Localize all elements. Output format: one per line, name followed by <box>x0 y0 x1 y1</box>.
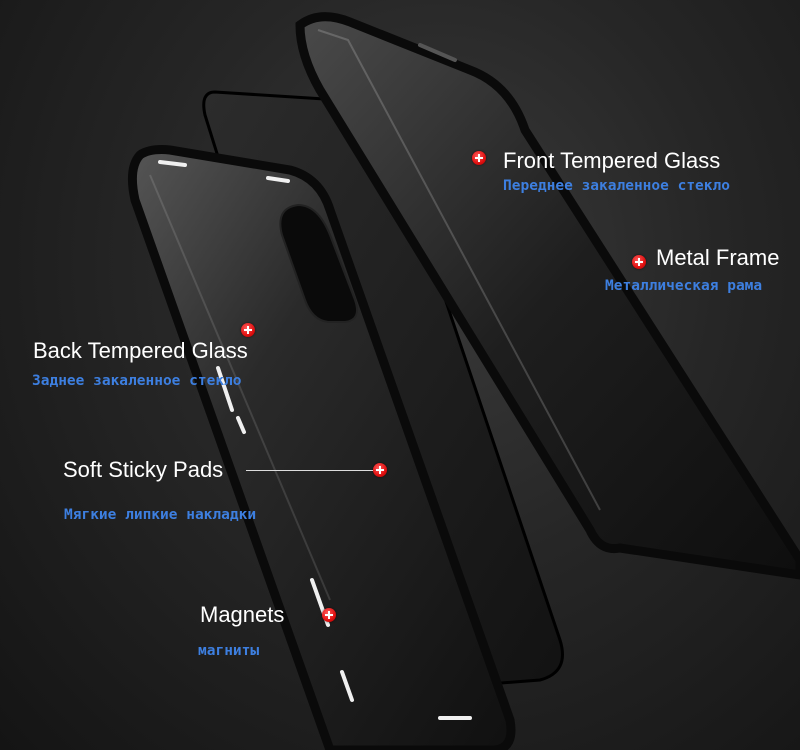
sticky-pads-label: Soft Sticky Pads <box>63 457 224 482</box>
front-glass-label-ru: Переднее закаленное стекло <box>503 178 730 194</box>
metal-frame-label-ru: Металлическая рама <box>605 278 763 294</box>
back-glass-marker <box>241 323 255 337</box>
magnets-label: Magnets <box>200 602 285 627</box>
front-glass-layer <box>295 12 800 580</box>
metal-frame-label: Metal Frame <box>656 245 780 270</box>
front-glass-marker <box>472 151 486 165</box>
back-glass-label-ru: Заднее закаленное стекло <box>32 373 242 389</box>
back-glass-layer <box>127 145 516 750</box>
front-glass-label: Front Tempered Glass <box>503 148 721 173</box>
magnets-label-ru: магниты <box>198 643 260 659</box>
magnets-marker <box>322 608 336 622</box>
metal-frame-marker <box>632 255 646 269</box>
back-glass-label: Back Tempered Glass <box>33 338 248 363</box>
sticky-pads-leader-line <box>246 470 373 471</box>
sticky-pads-marker <box>373 463 387 477</box>
sticky-pads-label-ru: Мягкие липкие накладки <box>64 507 257 523</box>
